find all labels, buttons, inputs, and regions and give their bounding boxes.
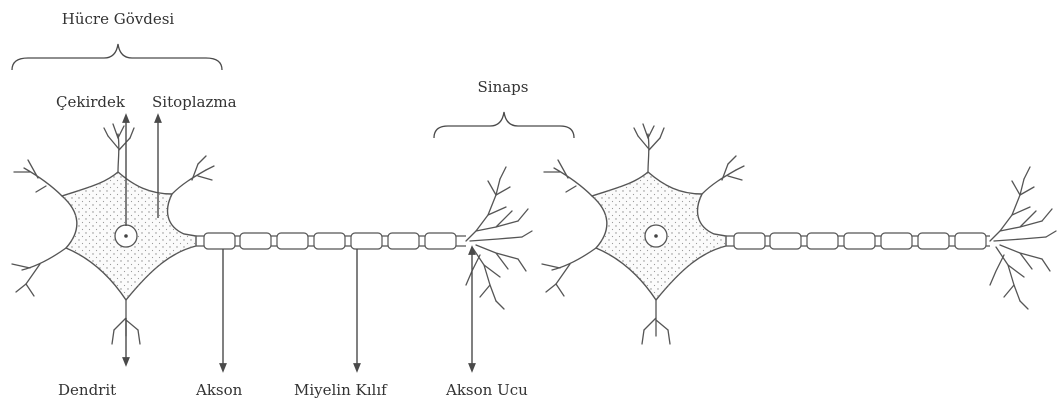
nucleus-label: Çekirdek: [56, 93, 126, 111]
axon-label: Akson: [195, 381, 243, 399]
synapse-bracket: [434, 112, 574, 138]
dendrite-label: Dendrit: [58, 381, 116, 399]
myelin-sheath-label: Miyelin Kılıf: [294, 381, 388, 399]
axon-terminal-2: [990, 167, 1056, 309]
neuron-2: [542, 124, 1056, 344]
myelin-sheath-2: [734, 233, 986, 249]
axon-2: [726, 233, 990, 249]
axon-1: [196, 233, 466, 249]
cell-body-bracket: [12, 44, 222, 70]
neuron-1: [12, 124, 532, 344]
axon-terminal-1: [466, 167, 532, 309]
synapse-label: Sinaps: [478, 78, 529, 96]
myelin-sheath-1: [204, 233, 456, 249]
cytoplasm-label: Sitoplazma: [152, 93, 237, 111]
axon-terminal-label: Akson Ucu: [445, 381, 528, 399]
cell-body-label: Hücre Gövdesi: [62, 10, 175, 28]
